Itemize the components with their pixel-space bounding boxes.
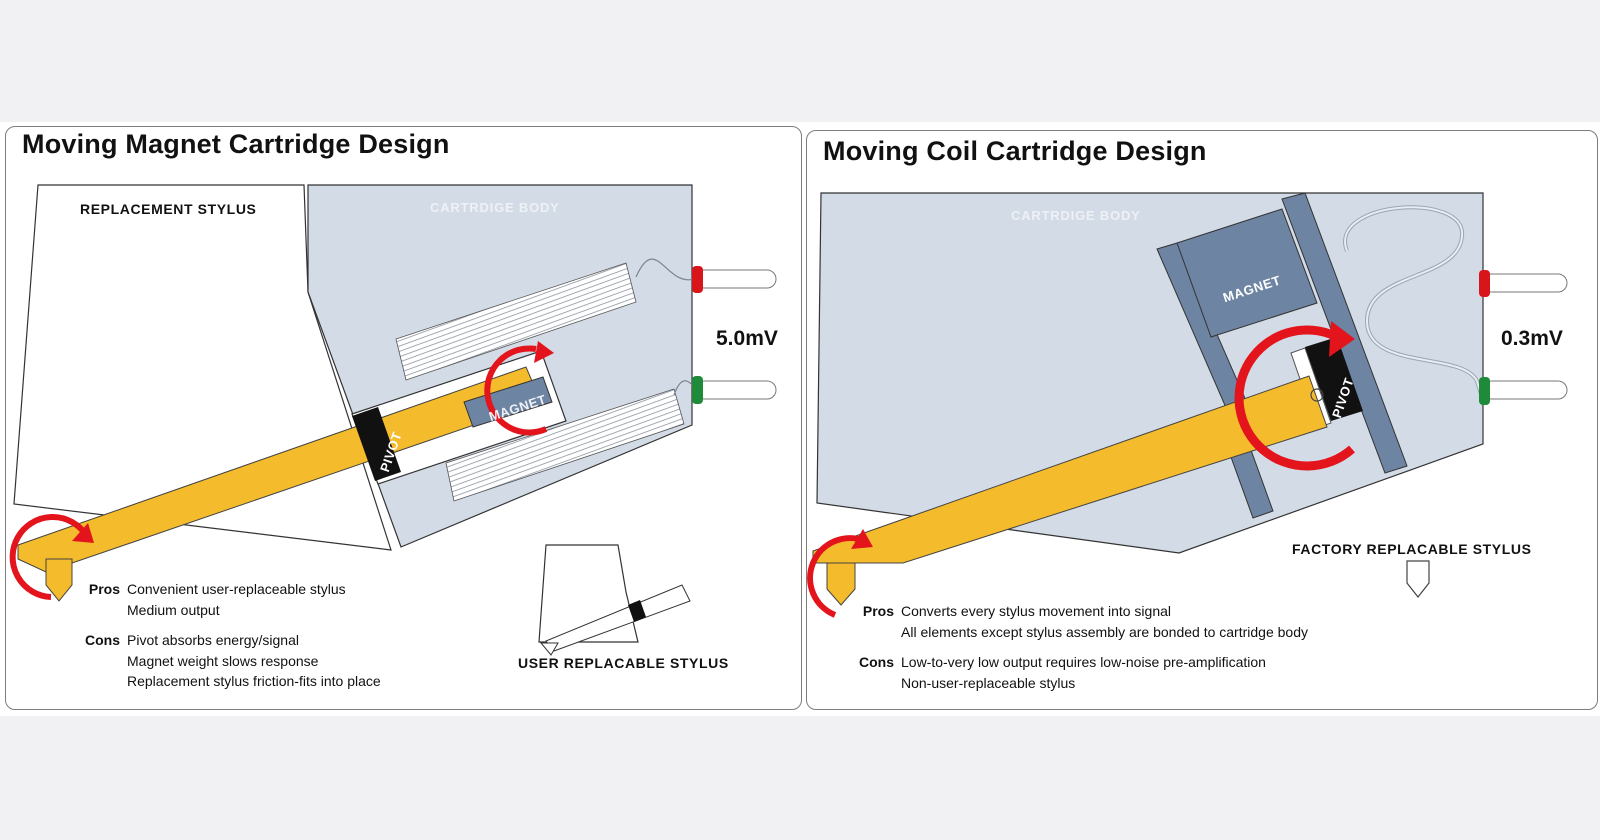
- magnet-block: [1176, 208, 1318, 338]
- output-voltage: 5.0mV: [716, 327, 778, 350]
- pros-key: Pros: [862, 603, 894, 619]
- con-item: Non-user-replaceable stylus: [901, 674, 1076, 691]
- con-item: Replacement stylus friction-fits into pl…: [127, 673, 381, 689]
- cons-key: Cons: [859, 654, 894, 670]
- moving-magnet-diagram: [9, 184, 777, 656]
- cartridge-body-label: CARTRDIGE BODY: [430, 200, 560, 215]
- pro-item: Converts every stylus movement into sign…: [901, 603, 1171, 619]
- rotation-arrow-icon: [9, 514, 89, 600]
- stylus-tip-icon: [1406, 560, 1430, 598]
- cantilever-beam: [17, 366, 542, 573]
- stylus-tip-icon: [826, 562, 856, 606]
- stylus-tip-icon: [539, 642, 559, 656]
- panel-title: Moving Magnet Cartridge Design: [22, 129, 450, 159]
- coil-lower: [445, 388, 685, 502]
- terminal-pin-icon: [1482, 380, 1568, 400]
- pros-key: Pros: [88, 581, 120, 597]
- con-item: Magnet weight slows response: [127, 652, 319, 669]
- pros-cons-list: Pros Converts every stylus movement into …: [854, 601, 1308, 693]
- moving-coil-diagram: [807, 192, 1568, 618]
- rotation-arrow-icon: [1234, 325, 1355, 471]
- moving-coil-panel: Moving Coil Cartridge Design CARTRDIGE B…: [806, 130, 1598, 710]
- con-item: Pivot absorbs energy/signal: [127, 632, 299, 648]
- panel-title: Moving Coil Cartridge Design: [823, 136, 1207, 166]
- coil-upper: [395, 262, 637, 381]
- pro-item: Medium output: [127, 601, 220, 618]
- cons-key: Cons: [85, 632, 120, 648]
- terminal-pin-icon: [695, 380, 777, 400]
- user-replacable-stylus-label: USER REPLACABLE STYLUS: [518, 655, 729, 671]
- pivot-block: [1305, 337, 1363, 421]
- pro-item: Convenient user-replaceable stylus: [127, 581, 346, 597]
- terminal-pin-icon: [695, 269, 777, 289]
- moving-magnet-panel: Moving Magnet Cartridge Design REPLACEME…: [5, 126, 802, 710]
- con-item: Low-to-very low output requires low-nois…: [901, 654, 1266, 670]
- factory-replacable-stylus-label: FACTORY REPLACABLE STYLUS: [1292, 541, 1532, 557]
- cartridge-body: [816, 192, 1484, 554]
- rotation-arrow-icon: [484, 345, 548, 436]
- replacement-stylus-label: REPLACEMENT STYLUS: [80, 201, 257, 217]
- stylus-tip-icon: [45, 558, 73, 602]
- magnet-block: [463, 376, 553, 428]
- cartridge-body-label: CARTRDIGE BODY: [1011, 208, 1141, 223]
- rotation-arrow-icon: [807, 535, 867, 618]
- pro-item: All elements except stylus assembly are …: [901, 623, 1308, 640]
- pros-cons-list: Pros Convenient user-replaceable stylus M…: [80, 579, 381, 692]
- pivot-block: [352, 407, 401, 481]
- output-voltage: 0.3mV: [1501, 327, 1563, 350]
- terminal-pin-icon: [1482, 273, 1568, 293]
